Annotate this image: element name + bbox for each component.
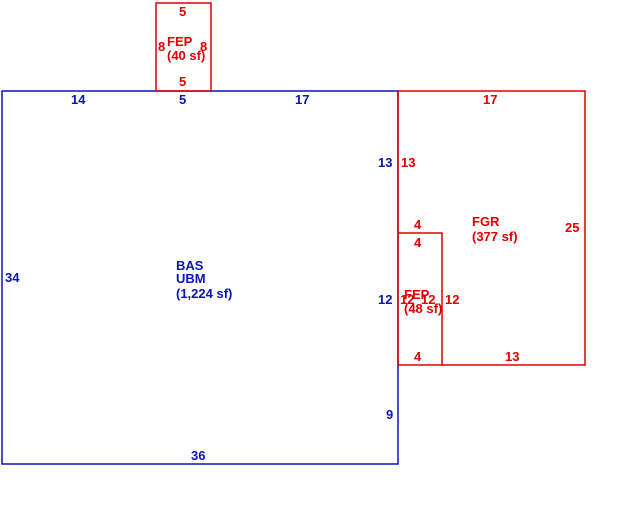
fep-right-dim-left: 12	[400, 292, 414, 307]
fgr-dim-inner-top: 4	[414, 217, 422, 232]
fep-right-outline	[397, 232, 443, 366]
bas-code-label: BAS	[176, 258, 204, 273]
fep-right-dim-right: 12	[445, 292, 459, 307]
fep-top-code-label: FEP	[167, 34, 193, 49]
fgr-dim-bottom-right: 13	[505, 349, 519, 364]
fep-top-dim-bottom: 5	[179, 74, 186, 89]
bas-area-label: (1,224 sf)	[176, 286, 232, 301]
fep-top-dim-top: 5	[179, 4, 186, 19]
fgr-dim-left-upper: 13	[401, 155, 415, 170]
bas-dim-right-upper: 13	[378, 155, 392, 170]
fep-right-dim-top: 4	[414, 235, 422, 250]
fep-right-dim-mid-left: 12	[421, 292, 435, 307]
bas-dim-right-mid: 12	[378, 292, 392, 307]
fgr-dim-right: 25	[565, 220, 579, 235]
fgr-dim-top: 17	[483, 92, 497, 107]
bas-dim-top-mid: 5	[179, 92, 186, 107]
fgr-outline	[398, 90, 586, 366]
bas-dim-left: 34	[5, 270, 20, 285]
fep-top-outline	[155, 2, 212, 92]
bas-type-label: UBM	[176, 271, 206, 286]
bas-dim-top-right: 17	[295, 92, 309, 107]
fep-right-code-label: FEP	[404, 287, 430, 302]
fep-right-area-label: (48 sf)	[404, 301, 442, 316]
bas-dim-right-lower: 9	[386, 407, 393, 422]
fgr-code-label: FGR	[472, 214, 500, 229]
fep-top-dim-left: 8	[158, 39, 165, 54]
fep-top-area-label: (40 sf)	[167, 48, 205, 63]
bas-dim-bottom: 36	[191, 448, 205, 463]
fgr-area-label: (377 sf)	[472, 229, 518, 244]
fep-right-dim-bottom: 4	[414, 349, 422, 364]
fep-top-dim-right: 8	[200, 39, 207, 54]
bas-dim-top-left: 14	[71, 92, 86, 107]
